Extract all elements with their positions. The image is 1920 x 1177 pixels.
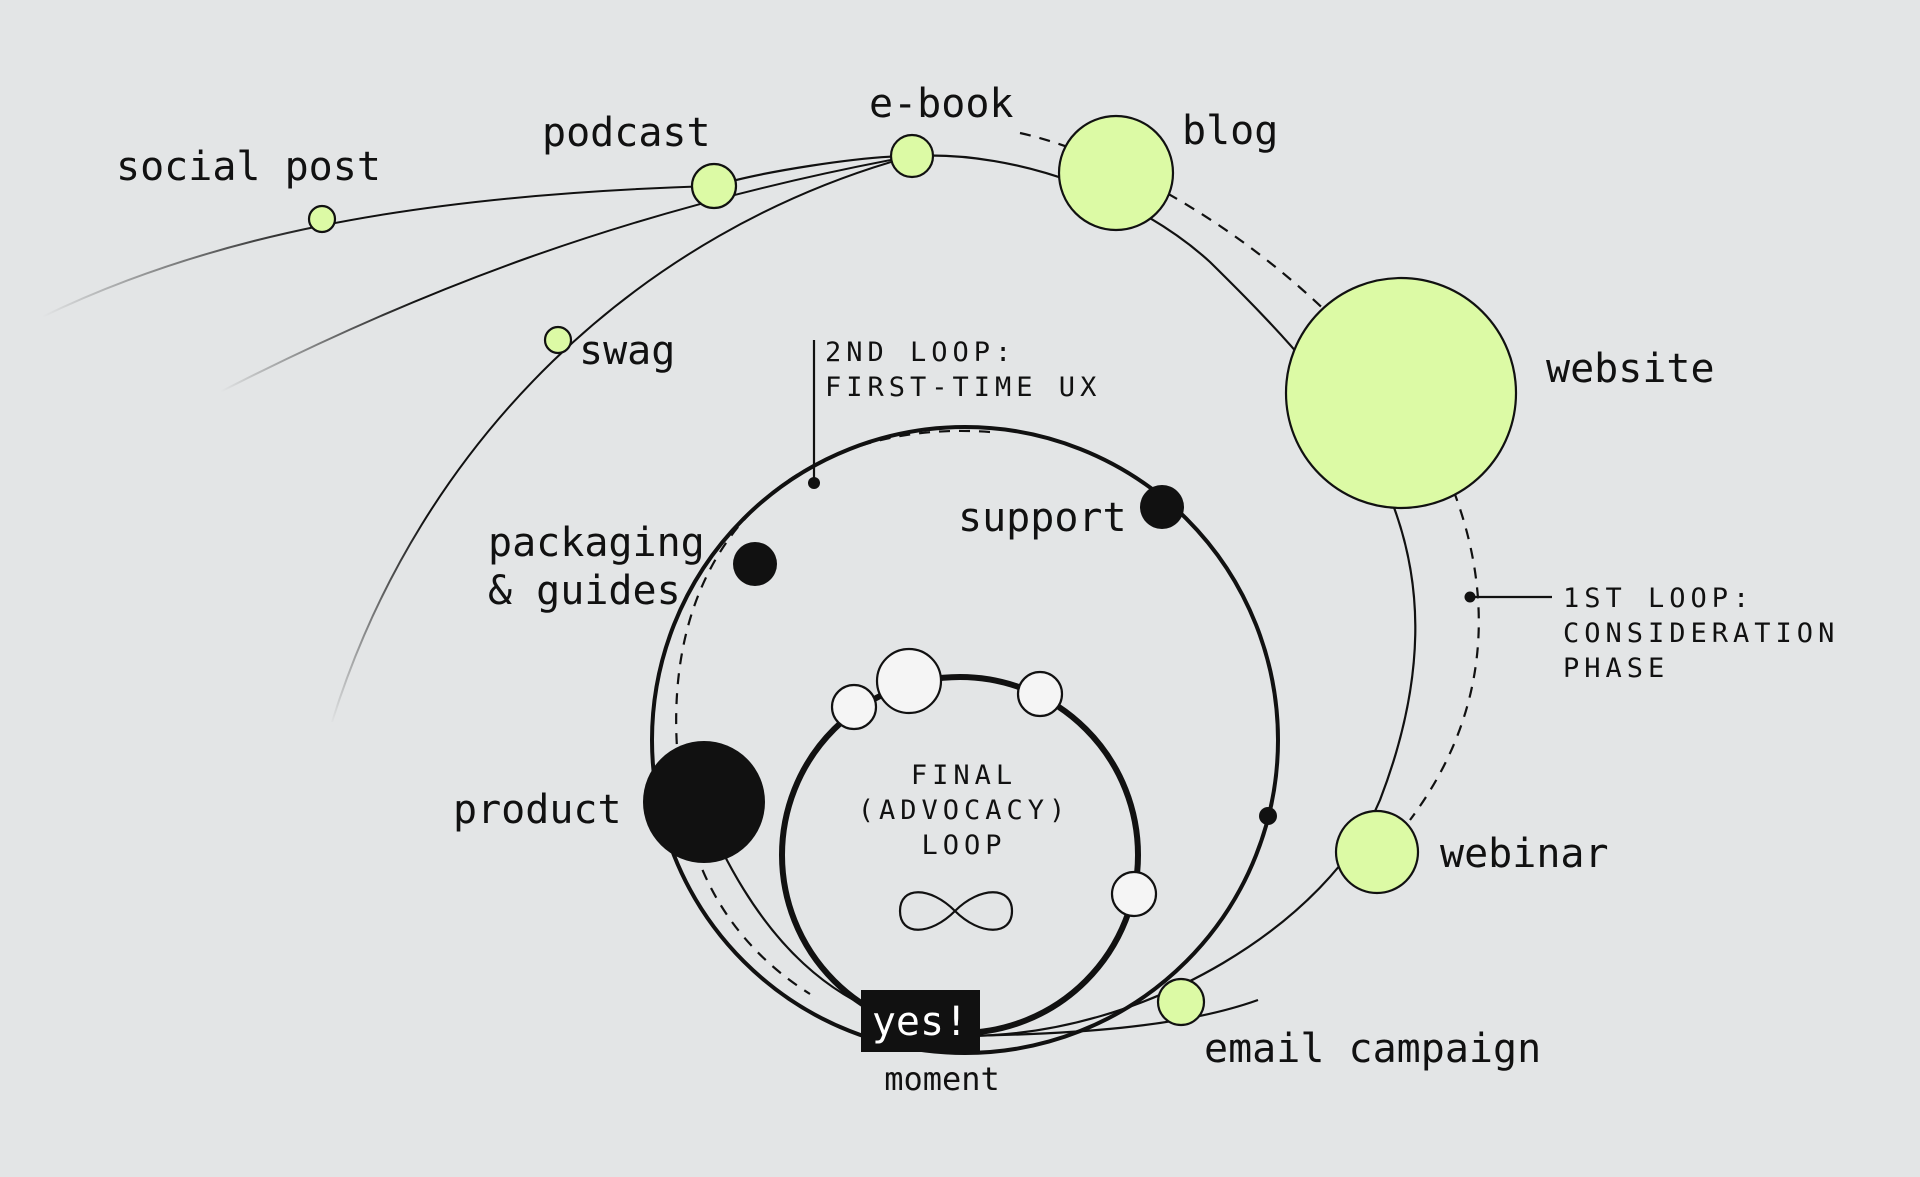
second-loop-dashed-arc bbox=[675, 429, 991, 995]
awareness-tails bbox=[39, 155, 913, 723]
infinity-icon bbox=[898, 891, 1014, 931]
label-webinar: webinar bbox=[1440, 831, 1609, 877]
node-packaging bbox=[733, 542, 777, 586]
label-product: product bbox=[453, 787, 622, 833]
label-social-post: social post bbox=[116, 144, 381, 190]
node-support bbox=[1140, 485, 1184, 529]
final-node-b bbox=[875, 647, 943, 715]
label-blog: blog bbox=[1182, 108, 1278, 154]
node-email-campaign bbox=[1156, 977, 1206, 1027]
label-final-loop-line1: FINAL bbox=[911, 760, 1017, 791]
label-second-loop-line2: FIRST-TIME UX bbox=[825, 372, 1101, 403]
final-loop bbox=[779, 647, 1158, 1036]
yes-moment-caption: moment bbox=[884, 1060, 1000, 1098]
final-node-c bbox=[1016, 670, 1064, 718]
label-packaging-line2: & guides bbox=[488, 568, 681, 614]
node-social-post bbox=[307, 204, 337, 234]
second-loop bbox=[650, 340, 1280, 1055]
tail-social-post bbox=[39, 185, 715, 319]
label-first-loop-line2: CONSIDERATION bbox=[1563, 618, 1839, 649]
label-swag: swag bbox=[579, 328, 675, 374]
second-loop-ring bbox=[650, 425, 1280, 1055]
yes-badge-label: yes! bbox=[872, 999, 968, 1045]
node-podcast bbox=[690, 162, 738, 210]
yes-badge bbox=[861, 990, 980, 1052]
label-first-loop-line3: PHASE bbox=[1563, 653, 1669, 684]
final-node-d bbox=[1110, 870, 1158, 918]
node-webinar bbox=[1334, 809, 1420, 895]
final-node-a bbox=[830, 683, 878, 731]
node-product bbox=[643, 741, 765, 863]
node-website bbox=[1284, 276, 1518, 510]
node-ebook bbox=[889, 133, 935, 179]
first-loop-leader-dot bbox=[1464, 591, 1476, 603]
label-podcast: podcast bbox=[542, 110, 711, 156]
black-nodes bbox=[643, 485, 1184, 863]
label-ebook: e-book bbox=[869, 81, 1014, 127]
tail-podcast bbox=[219, 155, 913, 393]
label-first-loop-line1: 1ST LOOP: bbox=[1563, 583, 1754, 614]
node-blog bbox=[1057, 114, 1175, 232]
second-loop-leader-dot bbox=[808, 477, 820, 489]
label-website: website bbox=[1546, 346, 1715, 392]
tail-swag bbox=[331, 155, 913, 723]
awareness-nodes bbox=[307, 114, 1518, 1027]
strand-right bbox=[964, 998, 1259, 1038]
label-final-loop-line3: LOOP bbox=[921, 830, 1006, 861]
label-email-campaign: email campaign bbox=[1204, 1026, 1541, 1072]
label-second-loop-line1: 2ND LOOP: bbox=[825, 337, 1016, 368]
node-swag bbox=[543, 325, 573, 355]
second-loop-dot bbox=[1259, 807, 1277, 825]
first-loop-arc bbox=[713, 154, 1417, 1038]
label-final-loop-line2: (ADVOCACY) bbox=[858, 795, 1071, 826]
label-support: support bbox=[958, 495, 1127, 541]
label-packaging-line1: packaging bbox=[488, 520, 705, 566]
